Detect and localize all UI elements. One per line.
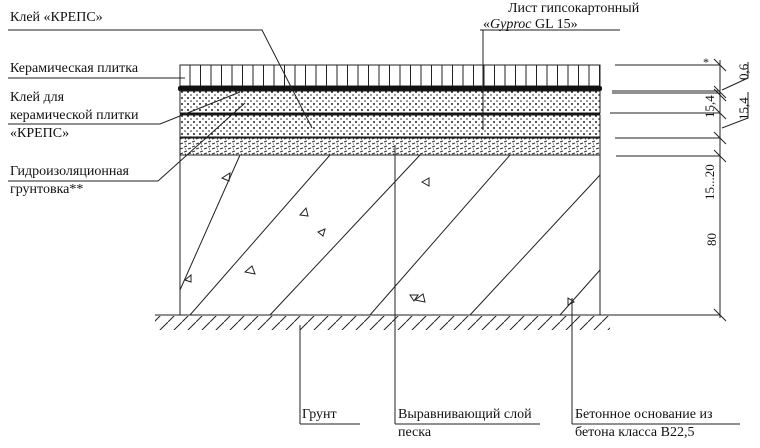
quote: « [483, 17, 490, 32]
gypsum-sheet-1 [179, 90, 601, 114]
dim-15-4-inner: 15,4 [702, 95, 717, 118]
dim-0-6: 0,6 [736, 63, 751, 80]
dim-star: * [703, 55, 709, 69]
ceramic-tile-layer [179, 64, 601, 87]
dimension-lines [610, 58, 749, 322]
label-leveling-1: Выравнивающий слой [398, 407, 532, 422]
gypsum-sheet-2 [179, 114, 601, 138]
label-leveling-2: песка [398, 425, 432, 440]
leader-lines [8, 29, 740, 425]
sand-leveling-layer [179, 137, 601, 156]
label-tile-glue-3: «КРЕПС» [10, 126, 70, 141]
label-ceramic-tile: Керамическая плитка [10, 61, 139, 76]
label-waterproof-1: Гидроизоляционная [10, 164, 129, 179]
label-gypsum-sheet-1: Лист гипсокартонный [508, 1, 640, 16]
label-tile-glue-2: керамической плитки [10, 108, 139, 123]
dim-80: 80 [704, 233, 719, 246]
label-concrete-2: бетона класса B22,5 [575, 425, 695, 440]
label-gypsum-sheet-2: «Gyproc GL 15» [483, 17, 578, 33]
glue-line [180, 113, 600, 115]
model: GL 15» [531, 17, 578, 32]
label-glue-kreps: Клей «КРЕПС» [10, 10, 103, 25]
brand: Gyproc [490, 17, 532, 32]
concrete-base [179, 154, 601, 316]
label-tile-glue-1: Клей для [10, 90, 65, 105]
glue-layer [178, 86, 602, 91]
label-concrete-1: Бетонное основание из [575, 407, 713, 422]
label-waterproof-2: грунтовка** [10, 182, 84, 197]
dim-15-4-outer: 15,4 [736, 97, 751, 120]
dim-15-20: 15...20 [702, 164, 717, 200]
label-ground: Грунт [302, 407, 337, 422]
ground-hatch [155, 314, 610, 330]
